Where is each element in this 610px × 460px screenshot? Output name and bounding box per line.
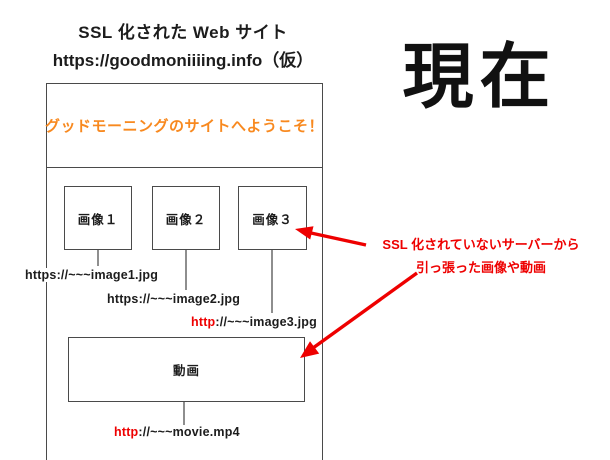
image2-box: 画像２ bbox=[152, 186, 220, 250]
image1-url: https://~~~image1.jpg bbox=[23, 268, 161, 282]
video-box: 動画 bbox=[68, 337, 305, 402]
image1-box-label: 画像１ bbox=[77, 212, 119, 227]
image1-url-scheme: https bbox=[25, 268, 57, 282]
image2-url: https://~~~image2.jpg bbox=[105, 292, 243, 306]
image2-url-scheme: https bbox=[107, 292, 139, 306]
website-header-section: グッドモーニングのサイトへようこそ！ bbox=[45, 84, 325, 168]
site-url-title: https://goodmoniiiing.info（仮） bbox=[52, 51, 314, 70]
video-url-scheme: http bbox=[114, 425, 139, 439]
image1-url-rest: ://~~~image1.jpg bbox=[56, 268, 159, 282]
welcome-banner-text: グッドモーニングのサイトへようこそ！ bbox=[45, 118, 325, 135]
diagram-title: SSL 化された Web サイト bbox=[78, 23, 288, 42]
annotation-line1: SSL 化されていないサーバーから bbox=[382, 237, 580, 252]
annotation-line2: 引っ張った画像や動画 bbox=[415, 260, 546, 275]
image3-url-scheme: http bbox=[191, 315, 216, 329]
video-url: http://~~~movie.mp4 bbox=[112, 425, 242, 439]
image2-box-label: 画像２ bbox=[165, 212, 207, 227]
image3-url-rest: ://~~~image3.jpg bbox=[215, 315, 317, 329]
image3-box: 画像３ bbox=[238, 186, 307, 250]
current-state-label: 現在 bbox=[402, 38, 557, 117]
image3-url: http://~~~image3.jpg bbox=[189, 315, 319, 329]
image2-url-rest: ://~~~image2.jpg bbox=[138, 292, 241, 306]
image1-box: 画像１ bbox=[64, 186, 132, 250]
mixed-content-annotation: SSL 化されていないサーバーから 引っ張った画像や動画 bbox=[362, 233, 600, 279]
image3-box-label: 画像３ bbox=[252, 212, 293, 227]
video-box-label: 動画 bbox=[172, 364, 200, 378]
video-url-rest: ://~~~movie.mp4 bbox=[138, 425, 240, 439]
